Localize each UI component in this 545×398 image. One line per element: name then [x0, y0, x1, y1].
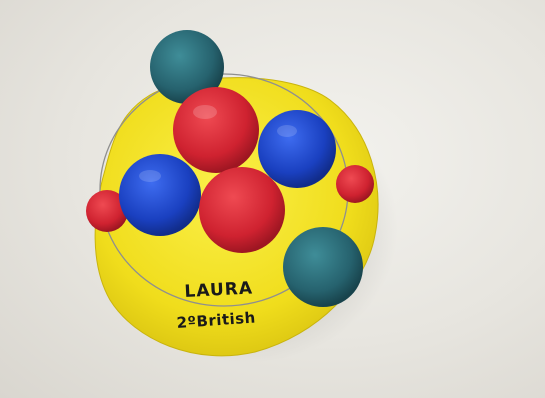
blue-sphere-left — [119, 154, 201, 236]
small-red-sphere-right — [336, 165, 374, 203]
teal-sphere-top — [150, 30, 224, 104]
small-red-sphere-left — [86, 190, 128, 232]
blue-sphere-right — [258, 110, 336, 188]
highlight — [193, 105, 217, 119]
caption-name: LAURA — [184, 278, 254, 302]
red-sphere-top — [173, 87, 259, 173]
red-sphere-center — [199, 167, 285, 253]
highlight — [139, 170, 161, 182]
highlight — [277, 125, 297, 137]
teal-sphere-bottom — [283, 227, 363, 307]
